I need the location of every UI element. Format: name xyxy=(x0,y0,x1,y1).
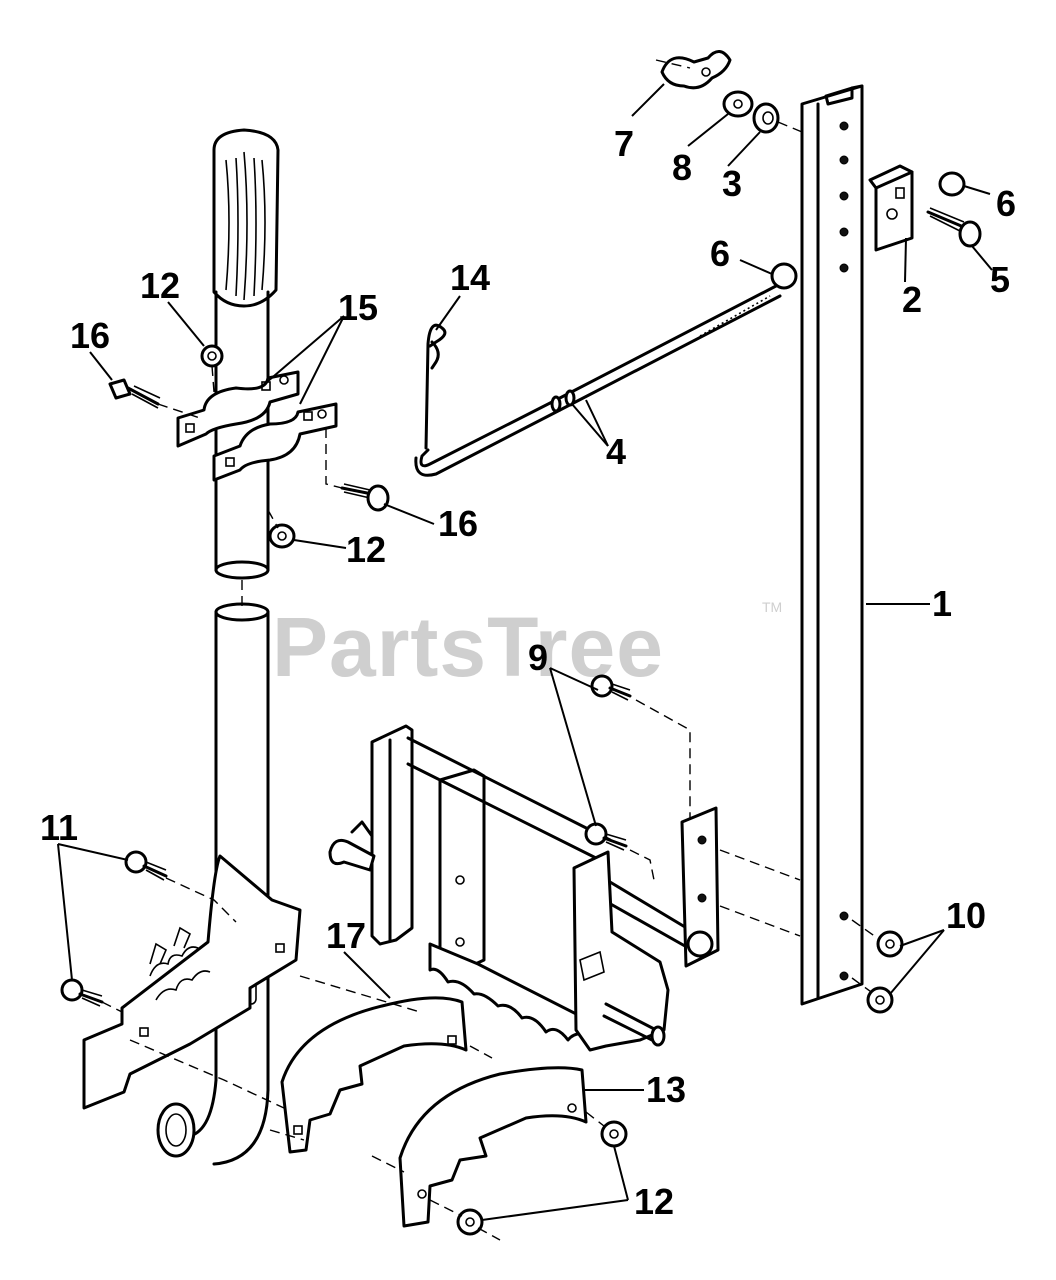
nut-12-upper xyxy=(200,344,224,368)
handle-tube-assembly xyxy=(156,128,280,1166)
callout-2: 2 xyxy=(902,279,922,320)
spacer-plate-17 xyxy=(280,996,468,1154)
callout-6-right: 6 xyxy=(996,183,1016,224)
bolt-9-lower xyxy=(584,822,628,851)
bolt-11-lower xyxy=(60,978,104,1007)
callout-8: 8 xyxy=(672,147,692,188)
bolt-16-lower xyxy=(340,483,390,512)
bolt-16-upper xyxy=(108,378,161,409)
callout-1: 1 xyxy=(932,583,952,624)
callout-15: 15 xyxy=(338,287,378,328)
tube-end xyxy=(156,1102,196,1158)
callout-17: 17 xyxy=(326,915,366,956)
carriage-bolt-5 xyxy=(926,207,982,248)
callout-5: 5 xyxy=(990,259,1010,300)
callout-14: 14 xyxy=(450,257,490,298)
nut-12-lower-left xyxy=(456,1208,484,1236)
callout-9: 9 xyxy=(528,637,548,678)
callout-4: 4 xyxy=(606,431,626,472)
nut-10-lower xyxy=(866,986,894,1014)
wing-nut xyxy=(660,50,732,90)
callout-16-lower: 16 xyxy=(438,503,478,544)
callout-3: 3 xyxy=(722,163,742,204)
callout-11: 11 xyxy=(40,807,78,848)
handle-clamp xyxy=(176,370,338,482)
control-rod xyxy=(414,284,782,477)
mounting-bracket-assembly xyxy=(328,724,720,1052)
quadrant-plate xyxy=(82,854,302,1110)
callout-12-lower: 12 xyxy=(634,1181,674,1222)
callout-16-upper: 16 xyxy=(70,315,110,356)
frame-channel xyxy=(800,84,864,1006)
nut-10-upper xyxy=(876,930,904,958)
nut-12-lower-right xyxy=(600,1120,628,1148)
lock-nut-3 xyxy=(752,102,780,134)
callout-labels: 1 2 3 4 5 6 6 7 8 9 10 11 12 12 12 13 14… xyxy=(40,123,1016,1222)
watermark-trademark: TM xyxy=(762,599,782,615)
bolt-11-upper xyxy=(124,850,168,881)
nut-6-rod xyxy=(770,262,798,290)
callout-7: 7 xyxy=(614,123,634,164)
flat-washer xyxy=(722,90,754,118)
nut-6-top xyxy=(938,171,966,197)
handle-grip xyxy=(212,128,280,308)
spacer-plate-13 xyxy=(398,1066,588,1228)
hairpin-clip xyxy=(424,323,447,450)
bolt-9-upper xyxy=(590,674,632,701)
nut-12-middle xyxy=(268,523,296,549)
leader-lines xyxy=(57,83,993,1221)
callout-12-middle: 12 xyxy=(346,529,386,570)
channel-bracket xyxy=(868,164,914,252)
callout-10: 10 xyxy=(946,895,986,936)
callout-6-rod: 6 xyxy=(710,233,730,274)
callout-12-upper: 12 xyxy=(140,265,180,306)
callout-13: 13 xyxy=(646,1069,686,1110)
